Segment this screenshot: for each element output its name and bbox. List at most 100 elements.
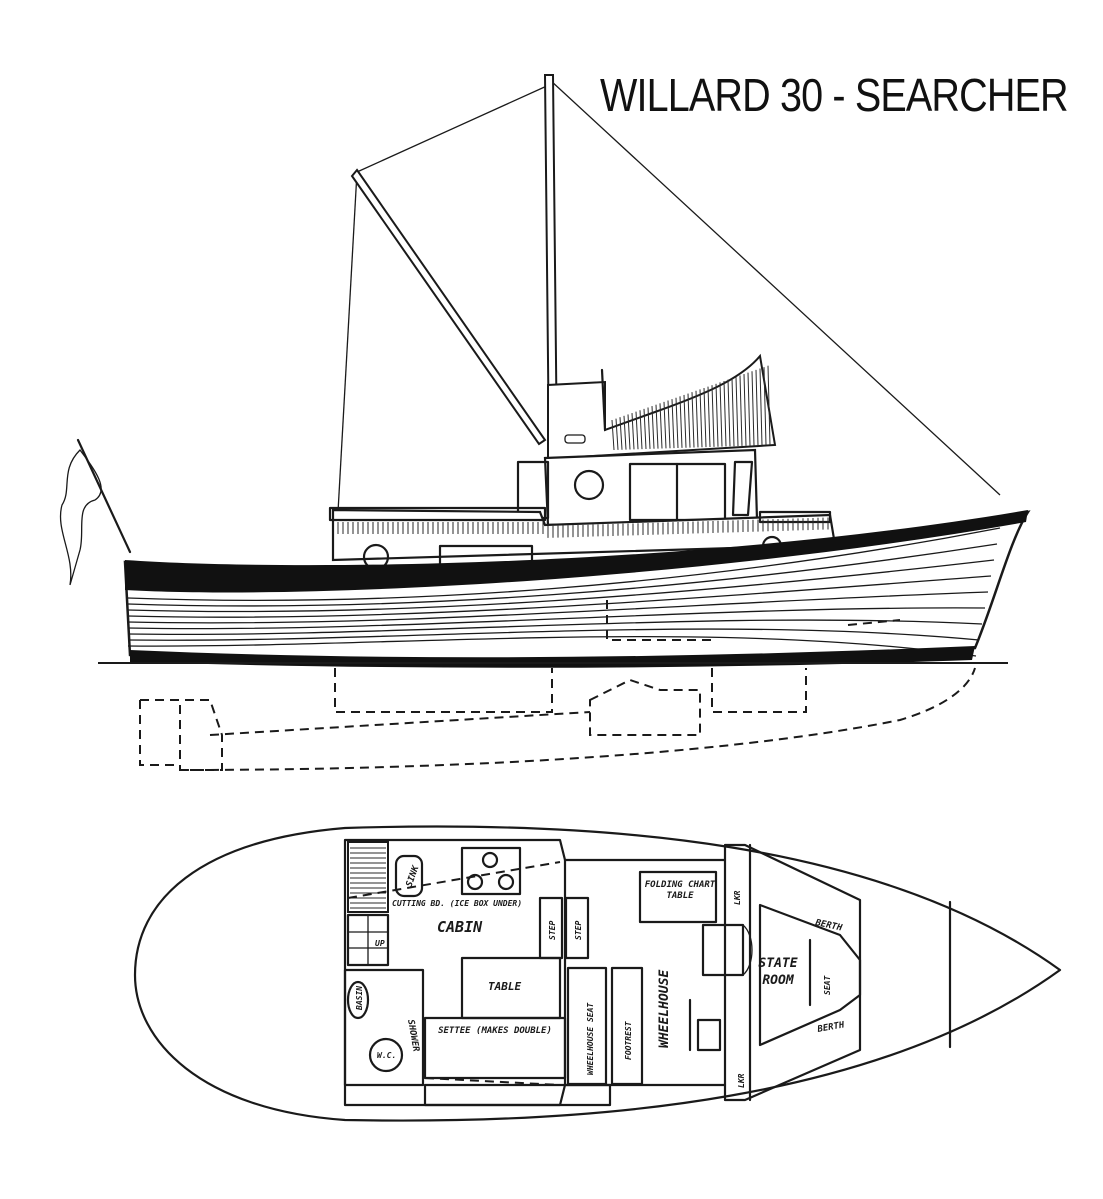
bridge-hatch-line (667, 400, 671, 449)
bridge-hatch-line (703, 387, 707, 448)
helm-console (696, 1018, 722, 1052)
galley-hatch (350, 847, 386, 909)
drawing-title: WILLARD 30 - SEARCHER (600, 69, 1069, 121)
bridge-hatch-line (699, 389, 703, 448)
bridge-hatch-line (635, 411, 639, 450)
galley-dash (347, 861, 561, 899)
aft-deck-step (423, 1083, 612, 1107)
plank-line (127, 527, 1001, 601)
settee-outline (423, 1016, 567, 1080)
plank-line (127, 559, 995, 613)
burner-3 (481, 851, 499, 869)
plank-line (127, 591, 989, 624)
forestay (549, 79, 1001, 496)
plank-line (127, 607, 986, 630)
fwd-tank-outline (711, 668, 807, 713)
step-2-box (564, 896, 590, 960)
basin (346, 980, 370, 1020)
label-table: TABLE (488, 980, 521, 993)
label-chart-table: FOLDING CHART TABLE (644, 880, 716, 901)
label-state-room: STATE ROOM (758, 956, 798, 988)
boom-pendant (356, 84, 550, 173)
keel-outline (179, 667, 976, 771)
label-shower: SHOWER (405, 1019, 421, 1053)
bridge-hatch-line (679, 396, 683, 448)
galley-counter (347, 841, 389, 913)
plank-line (127, 635, 977, 657)
label-step-2: STEP (574, 921, 583, 940)
bridge-hatching (611, 365, 771, 451)
bridge-hatch-line (747, 372, 751, 446)
sheer-band (125, 510, 1028, 593)
house-outline (343, 838, 862, 1107)
rudder-fore (139, 700, 180, 766)
bridge-hatch-line (731, 378, 735, 447)
burner-2 (497, 873, 515, 891)
footrest-box (610, 966, 644, 1086)
ensign-flag (59, 449, 102, 586)
fore-cabin-top (758, 510, 832, 524)
stateroom-berths (758, 903, 862, 1047)
interior-dash-fwd (847, 619, 901, 626)
bridge-hatch-line (727, 379, 731, 447)
bridge-hatch-line (767, 365, 771, 446)
plank-line (127, 543, 998, 607)
bridge-vent (564, 434, 586, 444)
label-wc: W.C. (377, 1051, 396, 1060)
bridge-hatch-line (671, 399, 675, 449)
boom-topping-lift (337, 171, 358, 513)
bridge-hatch-line (631, 413, 635, 450)
label-step-1: STEP (548, 921, 557, 940)
boom (350, 168, 547, 446)
bridge-hatch-line (639, 410, 643, 450)
bridge-hatch-line (627, 414, 631, 450)
bridge-hatch-line (663, 401, 667, 449)
bridge-hatch-line (735, 376, 739, 447)
label-basin: BASIN (355, 986, 364, 1011)
bridge-hatch-line (723, 380, 727, 447)
settee-dash (424, 1077, 561, 1086)
bridge-hatch-line (707, 386, 711, 447)
sink (394, 854, 424, 898)
label-cabin: CABIN (437, 918, 483, 936)
prop-shaft (209, 711, 591, 736)
bridge-hatch-line (615, 418, 619, 450)
label-chart-table-wrap: FOLDING CHART TABLE (644, 880, 716, 901)
label-cutting-board: CUTTING BD. (ICE BOX UNDER) (392, 899, 522, 908)
bridge-hatch-line (651, 406, 655, 449)
bridge-hatch-line (755, 369, 759, 446)
bridge-post (600, 368, 607, 432)
label-locker-top: LKR (733, 890, 742, 905)
hull-planking (127, 527, 1001, 657)
bridge-hatch-line (751, 371, 755, 446)
bridge-hatch-line (687, 393, 691, 448)
plank-line (127, 619, 983, 636)
label-berth-bottom: BERTH (816, 1020, 846, 1035)
bridge-hatch-line (763, 367, 767, 446)
label-settee: SETTEE (MAKES DOUBLE) (438, 1026, 552, 1036)
door-arc (742, 924, 753, 976)
label-locker-bottom: LKR (737, 1073, 746, 1088)
bridge-hatch-line (691, 392, 695, 448)
label-footrest: FOOTREST (624, 1020, 633, 1060)
bridge-hatch-line (659, 403, 663, 449)
label-sink: SINK (405, 863, 422, 888)
chart-table-box (638, 870, 718, 924)
rudder-outline (140, 699, 223, 771)
wheelhouse-seat-box (566, 966, 608, 1086)
stove (460, 846, 522, 896)
bridge-hatch-line (695, 390, 699, 448)
wheelhouse-porthole (573, 469, 605, 501)
bridge-hatch-line (643, 408, 647, 450)
deck-outline (133, 825, 1062, 1122)
label-up: UP (375, 939, 385, 948)
label-settee-wrap: SETTEE (MAKES DOUBLE) (438, 1026, 552, 1036)
bridge-hatch-line (611, 419, 615, 451)
wheelhouse-door-window (731, 460, 754, 517)
bridge-hatch-line (675, 397, 679, 448)
bridge-hatch-line (623, 415, 627, 450)
bridge-hatch-line (647, 407, 651, 449)
wheelhouse-aft-step (516, 460, 550, 520)
